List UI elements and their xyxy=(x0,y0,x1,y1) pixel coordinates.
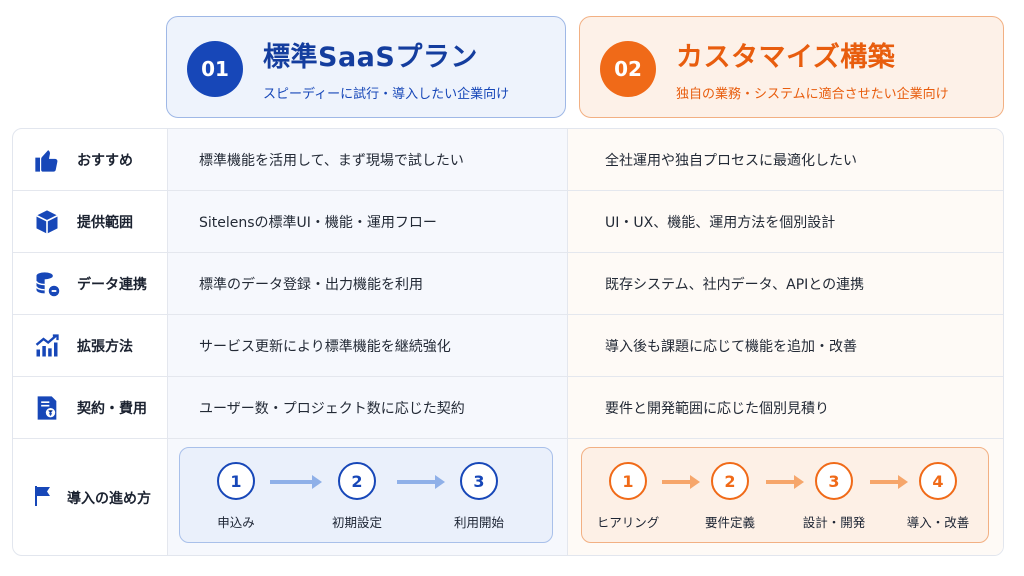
plan-title: 標準SaaSプラン xyxy=(263,42,478,73)
flow-step: 1 申込み xyxy=(191,462,281,531)
standard-cell: サービス更新により標準機能を継続強化 xyxy=(199,338,451,355)
standard-cell: 標準機能を活用して、まず現場で試したい xyxy=(199,152,464,169)
row-label: 契約・費用 xyxy=(77,400,147,417)
flow-step: 4 導入・改善 xyxy=(893,462,983,531)
growth-chart-icon xyxy=(31,330,63,362)
row-label: 拡張方法 xyxy=(77,338,133,355)
plan-number-badge: 01 xyxy=(187,41,243,97)
arrow-right-icon xyxy=(397,475,445,489)
thumbs-up-icon xyxy=(31,144,63,176)
plan-subtitle: スピーディーに試行・導入したい企業向け xyxy=(263,87,510,102)
custom-cell: 既存システム、社内データ、APIとの連携 xyxy=(605,276,865,293)
standard-cell: 標準のデータ登録・出力機能を利用 xyxy=(199,276,423,293)
custom-cell: 導入後も課題に応じて機能を追加・改善 xyxy=(605,338,857,355)
arrow-right-icon xyxy=(766,475,804,489)
plan-title: カスタマイズ構築 xyxy=(676,42,896,73)
plan-number-badge: 02 xyxy=(600,41,656,97)
step-label: 申込み xyxy=(217,515,255,530)
custom-plan-header: 02 カスタマイズ構築 独自の業務・システムに適合させたい企業向け xyxy=(579,16,1004,118)
step-number: 4 xyxy=(919,462,957,500)
flag-icon xyxy=(31,484,55,512)
plan-subtitle: 独自の業務・システムに適合させたい企業向け xyxy=(676,87,949,102)
step-label: ヒアリング xyxy=(596,515,660,530)
row-label: 導入の進め方 xyxy=(67,491,151,507)
arrow-right-icon xyxy=(270,475,322,489)
arrow-right-icon xyxy=(870,475,908,489)
step-number: 2 xyxy=(711,462,749,500)
step-number: 3 xyxy=(460,462,498,500)
table-row: 契約・費用 ユーザー数・プロジェクト数に応じた契約 要件と開発範囲に応じた個別見… xyxy=(13,377,1003,439)
standard-plan-header: 01 標準SaaSプラン スピーディーに試行・導入したい企業向け xyxy=(166,16,566,118)
step-label: 初期設定 xyxy=(331,515,382,530)
flow-step: 1 ヒアリング xyxy=(583,462,673,531)
step-number: 1 xyxy=(609,462,647,500)
table-row: おすすめ 標準機能を活用して、まず現場で試したい 全社運用や独自プロセスに最適化… xyxy=(13,129,1003,191)
flow-step: 3 設計・開発 xyxy=(789,462,879,531)
table-row: 提供範囲 Sitelensの標準UI・機能・運用フロー UI・UX、機能、運用方… xyxy=(13,191,1003,253)
process-flow-row: 導入の進め方 1 申込み 2 初期設定 3 利用開始 1 ヒアリング xyxy=(13,439,1003,555)
standard-flow: 1 申込み 2 初期設定 3 利用開始 xyxy=(179,447,553,543)
custom-flow: 1 ヒアリング 2 要件定義 3 設計・開発 4 導入・改善 xyxy=(581,447,989,543)
flow-step: 3 利用開始 xyxy=(434,462,524,531)
step-number: 2 xyxy=(338,462,376,500)
table-row: 拡張方法 サービス更新により標準機能を継続強化 導入後も課題に応じて機能を追加・… xyxy=(13,315,1003,377)
arrow-right-icon xyxy=(662,475,700,489)
step-label: 導入・改善 xyxy=(906,515,970,530)
step-label: 利用開始 xyxy=(453,515,504,530)
column-divider xyxy=(167,129,168,555)
invoice-yen-icon xyxy=(31,392,63,424)
flow-step: 2 初期設定 xyxy=(312,462,402,531)
custom-cell: 全社運用や独自プロセスに最適化したい xyxy=(605,152,857,169)
step-number: 3 xyxy=(815,462,853,500)
table-row: データ連携 標準のデータ登録・出力機能を利用 既存システム、社内データ、APIと… xyxy=(13,253,1003,315)
column-divider xyxy=(567,129,568,555)
row-label: データ連携 xyxy=(77,276,147,293)
flow-step: 2 要件定義 xyxy=(685,462,775,531)
row-label: おすすめ xyxy=(77,152,133,169)
standard-cell: ユーザー数・プロジェクト数に応じた契約 xyxy=(199,400,465,417)
row-label: 提供範囲 xyxy=(77,214,133,231)
cube-icon xyxy=(31,206,63,238)
custom-cell: UI・UX、機能、運用方法を個別設計 xyxy=(605,214,836,231)
database-link-icon xyxy=(31,268,63,300)
standard-cell: Sitelensの標準UI・機能・運用フロー xyxy=(199,214,437,231)
custom-cell: 要件と開発範囲に応じた個別見積り xyxy=(605,400,829,417)
step-number: 1 xyxy=(217,462,255,500)
step-label: 設計・開発 xyxy=(802,515,866,530)
step-label: 要件定義 xyxy=(704,515,755,530)
comparison-table: おすすめ 標準機能を活用して、まず現場で試したい 全社運用や独自プロセスに最適化… xyxy=(12,128,1004,556)
